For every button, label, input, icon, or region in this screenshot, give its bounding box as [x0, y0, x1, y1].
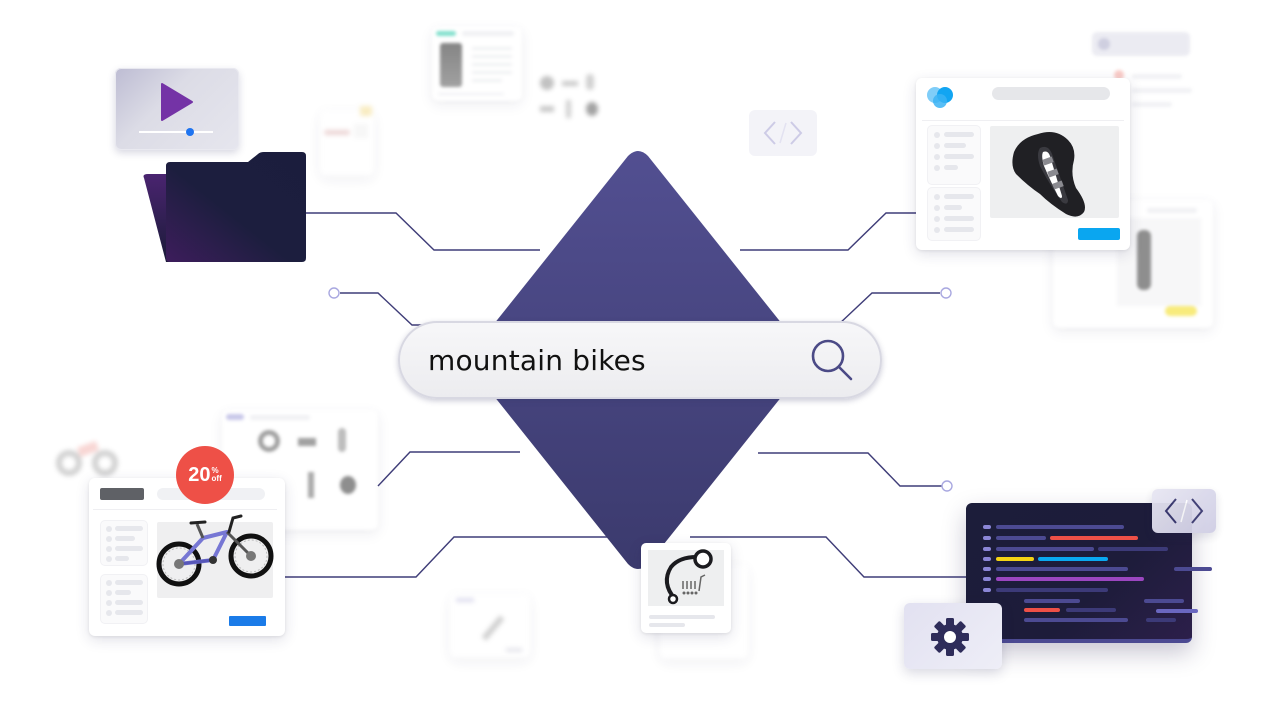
- tool-product-card[interactable]: [641, 543, 731, 633]
- code-tag-faded: [749, 110, 817, 156]
- gear-icon[interactable]: [930, 617, 970, 657]
- background-bike-thumbnail: [52, 432, 128, 498]
- background-document-card: [320, 106, 374, 176]
- background-notification-card: [1092, 30, 1192, 120]
- code-brackets-icon: [763, 121, 803, 145]
- search-input[interactable]: mountain bikes: [428, 343, 646, 377]
- bike-product-card[interactable]: [89, 478, 285, 636]
- video-progress-track[interactable]: [139, 131, 213, 133]
- buy-button[interactable]: [229, 616, 266, 626]
- brand-logo-icon: [927, 87, 953, 108]
- background-product-listing-card: [432, 27, 522, 101]
- code-tag-badge: [1152, 489, 1216, 533]
- product-image: [990, 126, 1119, 218]
- background-parts-grid: [538, 72, 606, 128]
- search-bar[interactable]: mountain bikes: [398, 321, 882, 399]
- saddle-product-card[interactable]: [916, 78, 1130, 250]
- search-icon[interactable]: [808, 336, 856, 384]
- folder-icon[interactable]: [140, 152, 308, 264]
- code-line-overflow: [1174, 567, 1212, 571]
- mountain-bike-image: [156, 514, 274, 587]
- settings-gear-box[interactable]: [904, 603, 1002, 669]
- multitool-image: [664, 549, 713, 605]
- code-line-overflow: [1156, 609, 1198, 613]
- video-player-card[interactable]: [115, 68, 239, 150]
- background-parts-card: [222, 410, 378, 530]
- saddle-image: [1012, 132, 1085, 217]
- code-brackets-icon: [1164, 498, 1204, 524]
- background-tool-card: [450, 594, 530, 658]
- discount-badge: 20 % off: [176, 446, 234, 504]
- play-icon[interactable]: [159, 82, 195, 122]
- add-to-cart-button[interactable]: [1078, 228, 1120, 240]
- video-progress-knob[interactable]: [186, 128, 194, 136]
